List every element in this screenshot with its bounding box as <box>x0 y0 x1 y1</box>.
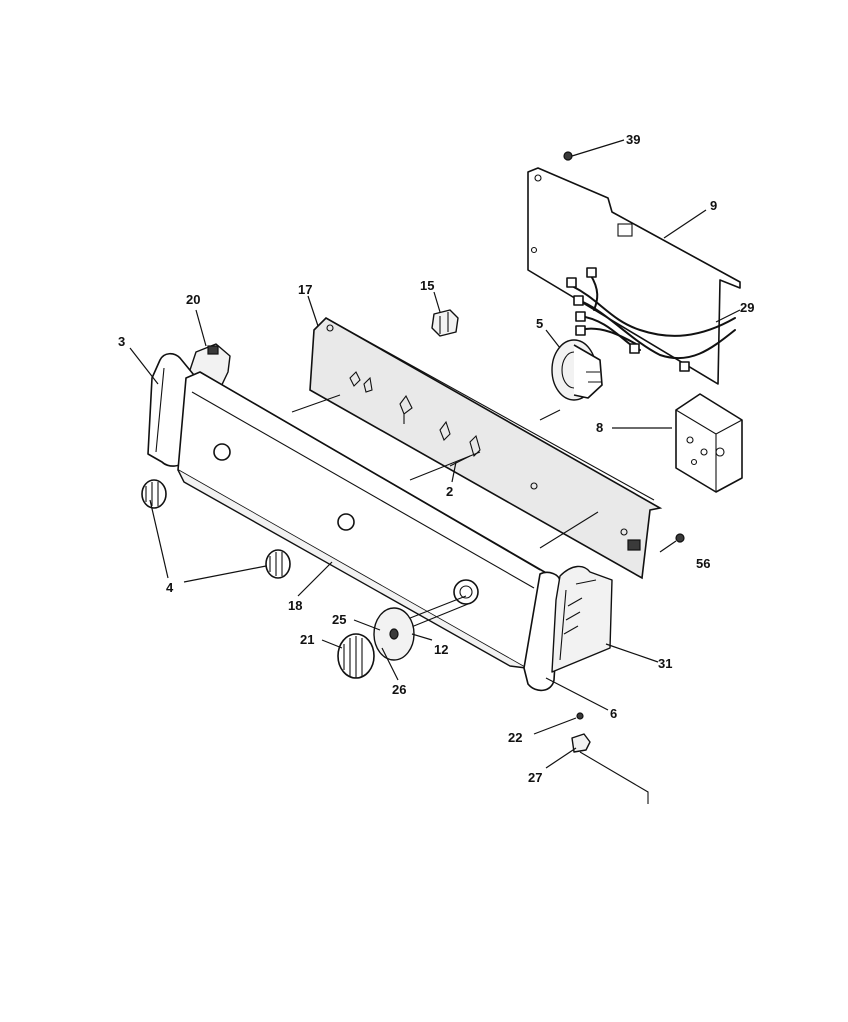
timer-knob <box>337 633 375 679</box>
callout-5: 5 <box>536 316 543 331</box>
callout-17: 17 <box>298 282 312 297</box>
callout-20: 20 <box>186 292 200 307</box>
callout-31: 31 <box>658 656 672 671</box>
callout-26: 26 <box>392 682 406 697</box>
callout-4: 4 <box>166 580 174 595</box>
main-console <box>177 371 549 669</box>
knob-4-lower <box>265 549 291 579</box>
shaft-2 <box>291 394 599 549</box>
rear-bracket-plate <box>527 167 741 385</box>
callout-3: 3 <box>118 334 125 349</box>
callout-12: 12 <box>434 642 448 657</box>
timer-motor <box>539 339 603 421</box>
callout-39: 39 <box>626 132 640 147</box>
shaft-12 <box>399 595 469 631</box>
wire-harness <box>566 267 736 372</box>
knob-4-upper <box>141 479 167 509</box>
callout-29: 29 <box>740 300 754 315</box>
switch-15 <box>431 309 459 337</box>
callout-27: 27 <box>528 770 542 785</box>
screw-39 <box>563 151 573 161</box>
right-end-bracket <box>551 565 613 673</box>
right-end-cap <box>523 571 561 692</box>
screw-56 <box>659 533 685 553</box>
callout-56: 56 <box>696 556 710 571</box>
timer-box <box>675 393 743 493</box>
callout-labels: 39 9 29 15 5 17 20 3 8 2 56 4 18 25 21 1… <box>118 132 754 785</box>
callout-2: 2 <box>446 484 453 499</box>
callout-22: 22 <box>508 730 522 745</box>
callout-6: 6 <box>610 706 617 721</box>
control-backplate <box>309 317 663 580</box>
callout-15: 15 <box>420 278 434 293</box>
dial-skirt <box>373 607 415 661</box>
callout-8: 8 <box>596 420 603 435</box>
callout-21: 21 <box>300 632 314 647</box>
clip-27 <box>571 733 649 804</box>
callout-25: 25 <box>332 612 346 627</box>
callout-18: 18 <box>288 598 302 613</box>
callout-9: 9 <box>710 198 717 213</box>
leader-lines <box>129 139 741 769</box>
screw-22 <box>576 712 584 720</box>
